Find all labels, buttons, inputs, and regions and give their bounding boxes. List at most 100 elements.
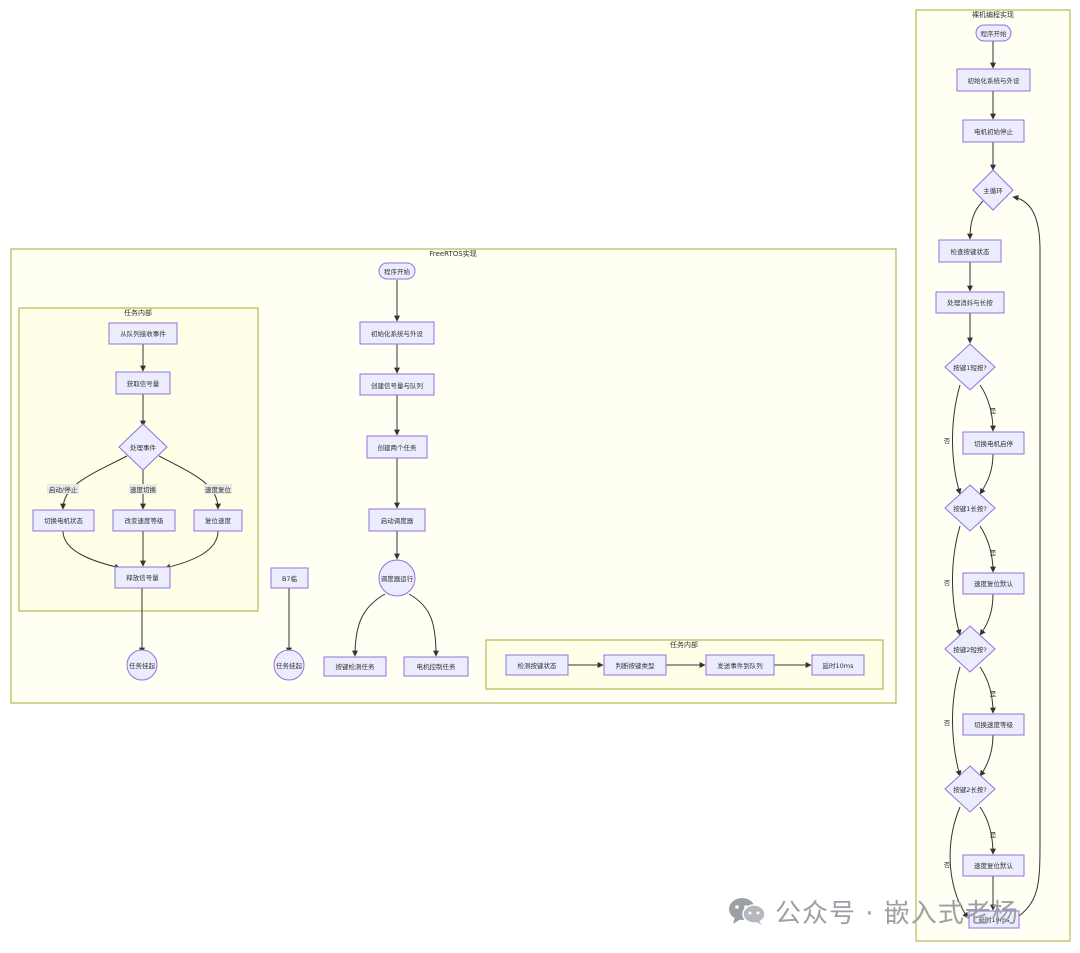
- node-delay-right: 延时10ms: [811, 654, 865, 676]
- svg-text:启动调度器: 启动调度器: [381, 516, 414, 525]
- node-detect-key: 检测按键状态: [505, 654, 569, 676]
- svg-text:延时10ms: 延时10ms: [979, 915, 1011, 924]
- svg-text:是: 是: [990, 549, 997, 557]
- svg-text:改变速度等级: 改变速度等级: [125, 516, 165, 525]
- svg-text:切换速度等级: 切换速度等级: [974, 720, 1014, 729]
- svg-text:电机控制任务: 电机控制任务: [417, 662, 457, 671]
- svg-text:按键2短按?: 按键2短按?: [953, 645, 987, 654]
- edge-labels-baremetal: 是 否 是 否 是 否 是 否: [944, 407, 997, 869]
- cluster-freertos-title: FreeRTOS实现: [429, 249, 476, 258]
- node-handle-event: 处理事件: [118, 423, 168, 471]
- svg-text:获取信号量: 获取信号量: [127, 379, 160, 388]
- svg-text:速度切换: 速度切换: [130, 485, 157, 494]
- svg-text:任务挂起: 任务挂起: [129, 661, 156, 670]
- node-bm-action-1: 切换电机启停: [962, 431, 1025, 455]
- node-bm-main-loop: 主循环: [972, 169, 1014, 211]
- svg-text:复位速度: 复位速度: [205, 516, 232, 525]
- svg-text:按键1长按?: 按键1长按?: [953, 504, 987, 513]
- node-send-queue: 发送事件到队列: [705, 654, 775, 676]
- svg-text:检查按键状态: 检查按键状态: [951, 247, 991, 256]
- node-freertos-init: 初始化系统与外设: [359, 321, 435, 345]
- edge-label-speed-switch: 速度切换: [129, 484, 157, 494]
- node-suspend-left: 任务挂起: [126, 649, 158, 681]
- watermark-text: 公众号 · 嵌入式老杨: [775, 898, 1019, 929]
- node-bm-check-key: 检查按键状态: [938, 239, 1002, 263]
- svg-text:B7临: B7临: [282, 574, 298, 583]
- node-bm-motor-stop: 电机初始停止: [962, 119, 1025, 143]
- node-bm-decision-2: 按键1长按?: [944, 484, 996, 532]
- svg-text:切换电机启停: 切换电机启停: [974, 439, 1014, 448]
- node-bm-action-2: 速度复位默认: [962, 572, 1025, 595]
- svg-text:按键检测任务: 按键检测任务: [336, 662, 376, 671]
- node-bm-delay: 延时10ms: [968, 910, 1020, 929]
- svg-text:速度复位默认: 速度复位默认: [974, 861, 1014, 870]
- svg-text:从队列接收事件: 从队列接收事件: [120, 329, 166, 338]
- svg-text:程序开始: 程序开始: [981, 29, 1008, 38]
- edges-baremetal: [949, 41, 1041, 919]
- node-bm-action-4: 速度复位默认: [962, 854, 1025, 877]
- svg-text:判断按键类型: 判断按键类型: [616, 661, 656, 670]
- node-start-scheduler: 启动调度器: [368, 508, 426, 532]
- watermark: 公众号 · 嵌入式老杨: [727, 893, 1019, 929]
- svg-text:启动/停止: 启动/停止: [49, 485, 78, 494]
- node-bm-start: 程序开始: [975, 24, 1012, 42]
- svg-text:延时10ms: 延时10ms: [823, 661, 855, 670]
- svg-text:否: 否: [944, 579, 951, 587]
- node-reset-speed: 复位速度: [193, 509, 243, 532]
- node-bm-action-3: 切换速度等级: [962, 713, 1025, 736]
- svg-text:按键2长按?: 按键2长按?: [953, 785, 987, 794]
- svg-text:初始化系统与外设: 初始化系统与外设: [968, 76, 1021, 85]
- svg-text:否: 否: [944, 719, 951, 727]
- cluster-baremetal-title: 裸机编程实现: [972, 10, 1014, 19]
- node-toggle-motor: 切换电机状态: [32, 509, 95, 532]
- node-blocked: B7临: [270, 567, 309, 589]
- node-bm-debounce: 处理消抖与长按: [935, 291, 1005, 314]
- node-change-speed: 改变速度等级: [112, 509, 176, 532]
- node-bm-decision-1: 按键1短按?: [944, 343, 996, 391]
- svg-text:程序开始: 程序开始: [384, 267, 411, 276]
- node-take-sem: 获取信号量: [115, 371, 171, 395]
- svg-text:调度器运行: 调度器运行: [381, 574, 414, 583]
- node-suspend-right: 任务挂起: [273, 649, 305, 681]
- svg-text:任务挂起: 任务挂起: [276, 661, 303, 670]
- node-bm-init: 初始化系统与外设: [956, 68, 1031, 92]
- node-judge-key: 判断按键类型: [603, 654, 667, 676]
- svg-text:发送事件到队列: 发送事件到队列: [717, 661, 763, 670]
- node-create-sem-queue: 创建信号量与队列: [359, 373, 435, 396]
- svg-text:是: 是: [990, 831, 997, 839]
- node-motor-task: 电机控制任务: [403, 656, 469, 677]
- edge-label-startstop: 启动/停止: [47, 484, 79, 494]
- node-scheduler-running: 调度器运行: [378, 559, 416, 597]
- node-bm-decision-4: 按键2长按?: [944, 765, 996, 813]
- node-give-sem: 释放信号量: [114, 566, 171, 589]
- node-bm-decision-3: 按键2短按?: [944, 625, 996, 673]
- edge-label-speed-reset: 速度复位: [204, 484, 232, 494]
- node-key-task: 按键检测任务: [323, 656, 387, 677]
- cluster-left-title: 任务内部: [124, 308, 152, 317]
- svg-text:创建信号量与队列: 创建信号量与队列: [371, 381, 423, 390]
- svg-text:是: 是: [990, 690, 997, 698]
- svg-text:速度复位默认: 速度复位默认: [974, 579, 1014, 588]
- svg-text:处理事件: 处理事件: [130, 443, 157, 452]
- svg-text:主循环: 主循环: [983, 186, 1003, 195]
- svg-text:检测按键状态: 检测按键状态: [518, 661, 558, 670]
- svg-text:否: 否: [944, 861, 951, 869]
- svg-text:否: 否: [944, 437, 951, 445]
- svg-text:初始化系统与外设: 初始化系统与外设: [371, 329, 424, 338]
- svg-text:切换电机状态: 切换电机状态: [44, 516, 84, 525]
- svg-text:电机初始停止: 电机初始停止: [974, 127, 1014, 136]
- node-recv-queue: 从队列接收事件: [108, 322, 178, 345]
- edges-freertos: [139, 280, 439, 657]
- svg-text:是: 是: [990, 407, 997, 415]
- wechat-icon: [729, 898, 766, 925]
- svg-text:速度复位: 速度复位: [205, 485, 232, 494]
- svg-text:按键1短按?: 按键1短按?: [953, 363, 987, 372]
- svg-text:创建两个任务: 创建两个任务: [378, 443, 418, 452]
- cluster-right-title: 任务内部: [670, 640, 698, 649]
- svg-text:处理消抖与长按: 处理消抖与长按: [947, 298, 993, 307]
- node-create-tasks: 创建两个任务: [366, 435, 428, 459]
- svg-text:释放信号量: 释放信号量: [126, 573, 159, 582]
- edges-task-inner-left: [60, 344, 221, 570]
- node-freertos-start: 程序开始: [378, 262, 416, 280]
